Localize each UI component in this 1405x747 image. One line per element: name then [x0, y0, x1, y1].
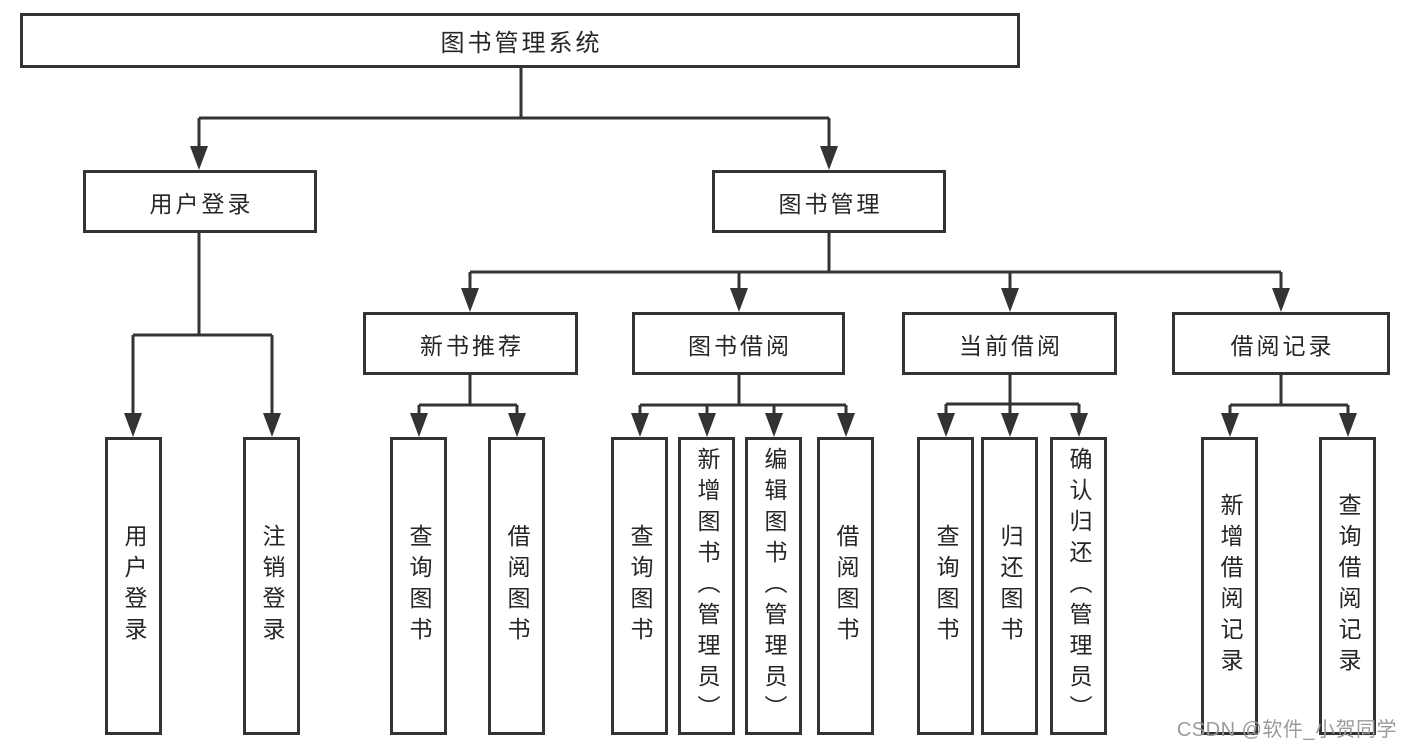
connector-book-mgmt-children [461, 233, 1290, 312]
node-label: 用户登录 [149, 190, 254, 217]
csdn-watermark: CSDN @软件_小贺同学 [1176, 719, 1397, 741]
leaf-confirm-return-admin: 确认归还（管理员） [1050, 437, 1107, 735]
node-label: 确认归还（管理员） [1066, 446, 1092, 726]
connector-new-book-rec-children [410, 375, 526, 437]
node-borrow-records: 借阅记录 [1172, 312, 1390, 375]
leaf-borrow-book-1: 借阅图书 [488, 437, 545, 735]
node-label: 查询图书 [933, 524, 959, 648]
node-label: 新增借阅记录 [1217, 493, 1243, 679]
node-book-borrow: 图书借阅 [632, 312, 845, 375]
leaf-query-book-1: 查询图书 [390, 437, 447, 735]
node-label: 借阅图书 [504, 524, 530, 648]
node-library-management-system: 图书管理系统 [20, 13, 1020, 68]
leaf-borrow-book-2: 借阅图书 [817, 437, 874, 735]
connector-borrow-record-children [1221, 375, 1357, 437]
node-label: 新增图书（管理员） [694, 446, 720, 726]
node-label: 图书管理系统 [440, 30, 603, 57]
leaf-query-book-3: 查询图书 [917, 437, 974, 735]
node-label: 新书推荐 [420, 332, 524, 359]
leaf-logout-login: 注销登录 [243, 437, 300, 735]
node-label: 图书借阅 [688, 332, 792, 359]
leaf-query-book-2: 查询图书 [611, 437, 668, 735]
node-label: 归还图书 [997, 524, 1023, 648]
leaf-add-book-admin: 新增图书（管理员） [678, 437, 735, 735]
connector-root-to-level2 [190, 68, 838, 170]
leaf-query-borrow-record: 查询借阅记录 [1319, 437, 1376, 735]
leaf-return-book: 归还图书 [981, 437, 1038, 735]
node-label: 当前借阅 [959, 332, 1063, 359]
node-user-login: 用户登录 [83, 170, 317, 233]
node-current-borrow: 当前借阅 [902, 312, 1117, 375]
node-label: 查询图书 [627, 524, 653, 648]
node-label: 编辑图书（管理员） [761, 446, 787, 726]
node-new-book-recommend: 新书推荐 [363, 312, 578, 375]
node-label: 查询图书 [406, 524, 432, 648]
connector-current-borrow-children [937, 375, 1088, 437]
node-label: 借阅图书 [833, 524, 859, 648]
connector-book-borrow-children [631, 375, 855, 437]
node-label: 借阅记录 [1230, 332, 1335, 359]
leaf-user-login: 用户登录 [105, 437, 162, 735]
node-book-management: 图书管理 [712, 170, 946, 233]
leaf-edit-book-admin: 编辑图书（管理员） [745, 437, 802, 735]
node-label: 用户登录 [121, 524, 147, 648]
connector-user-login-children [124, 233, 281, 437]
leaf-add-borrow-record: 新增借阅记录 [1201, 437, 1258, 735]
node-label: 查询借阅记录 [1335, 493, 1361, 679]
node-label: 注销登录 [259, 524, 285, 648]
node-label: 图书管理 [778, 190, 883, 217]
